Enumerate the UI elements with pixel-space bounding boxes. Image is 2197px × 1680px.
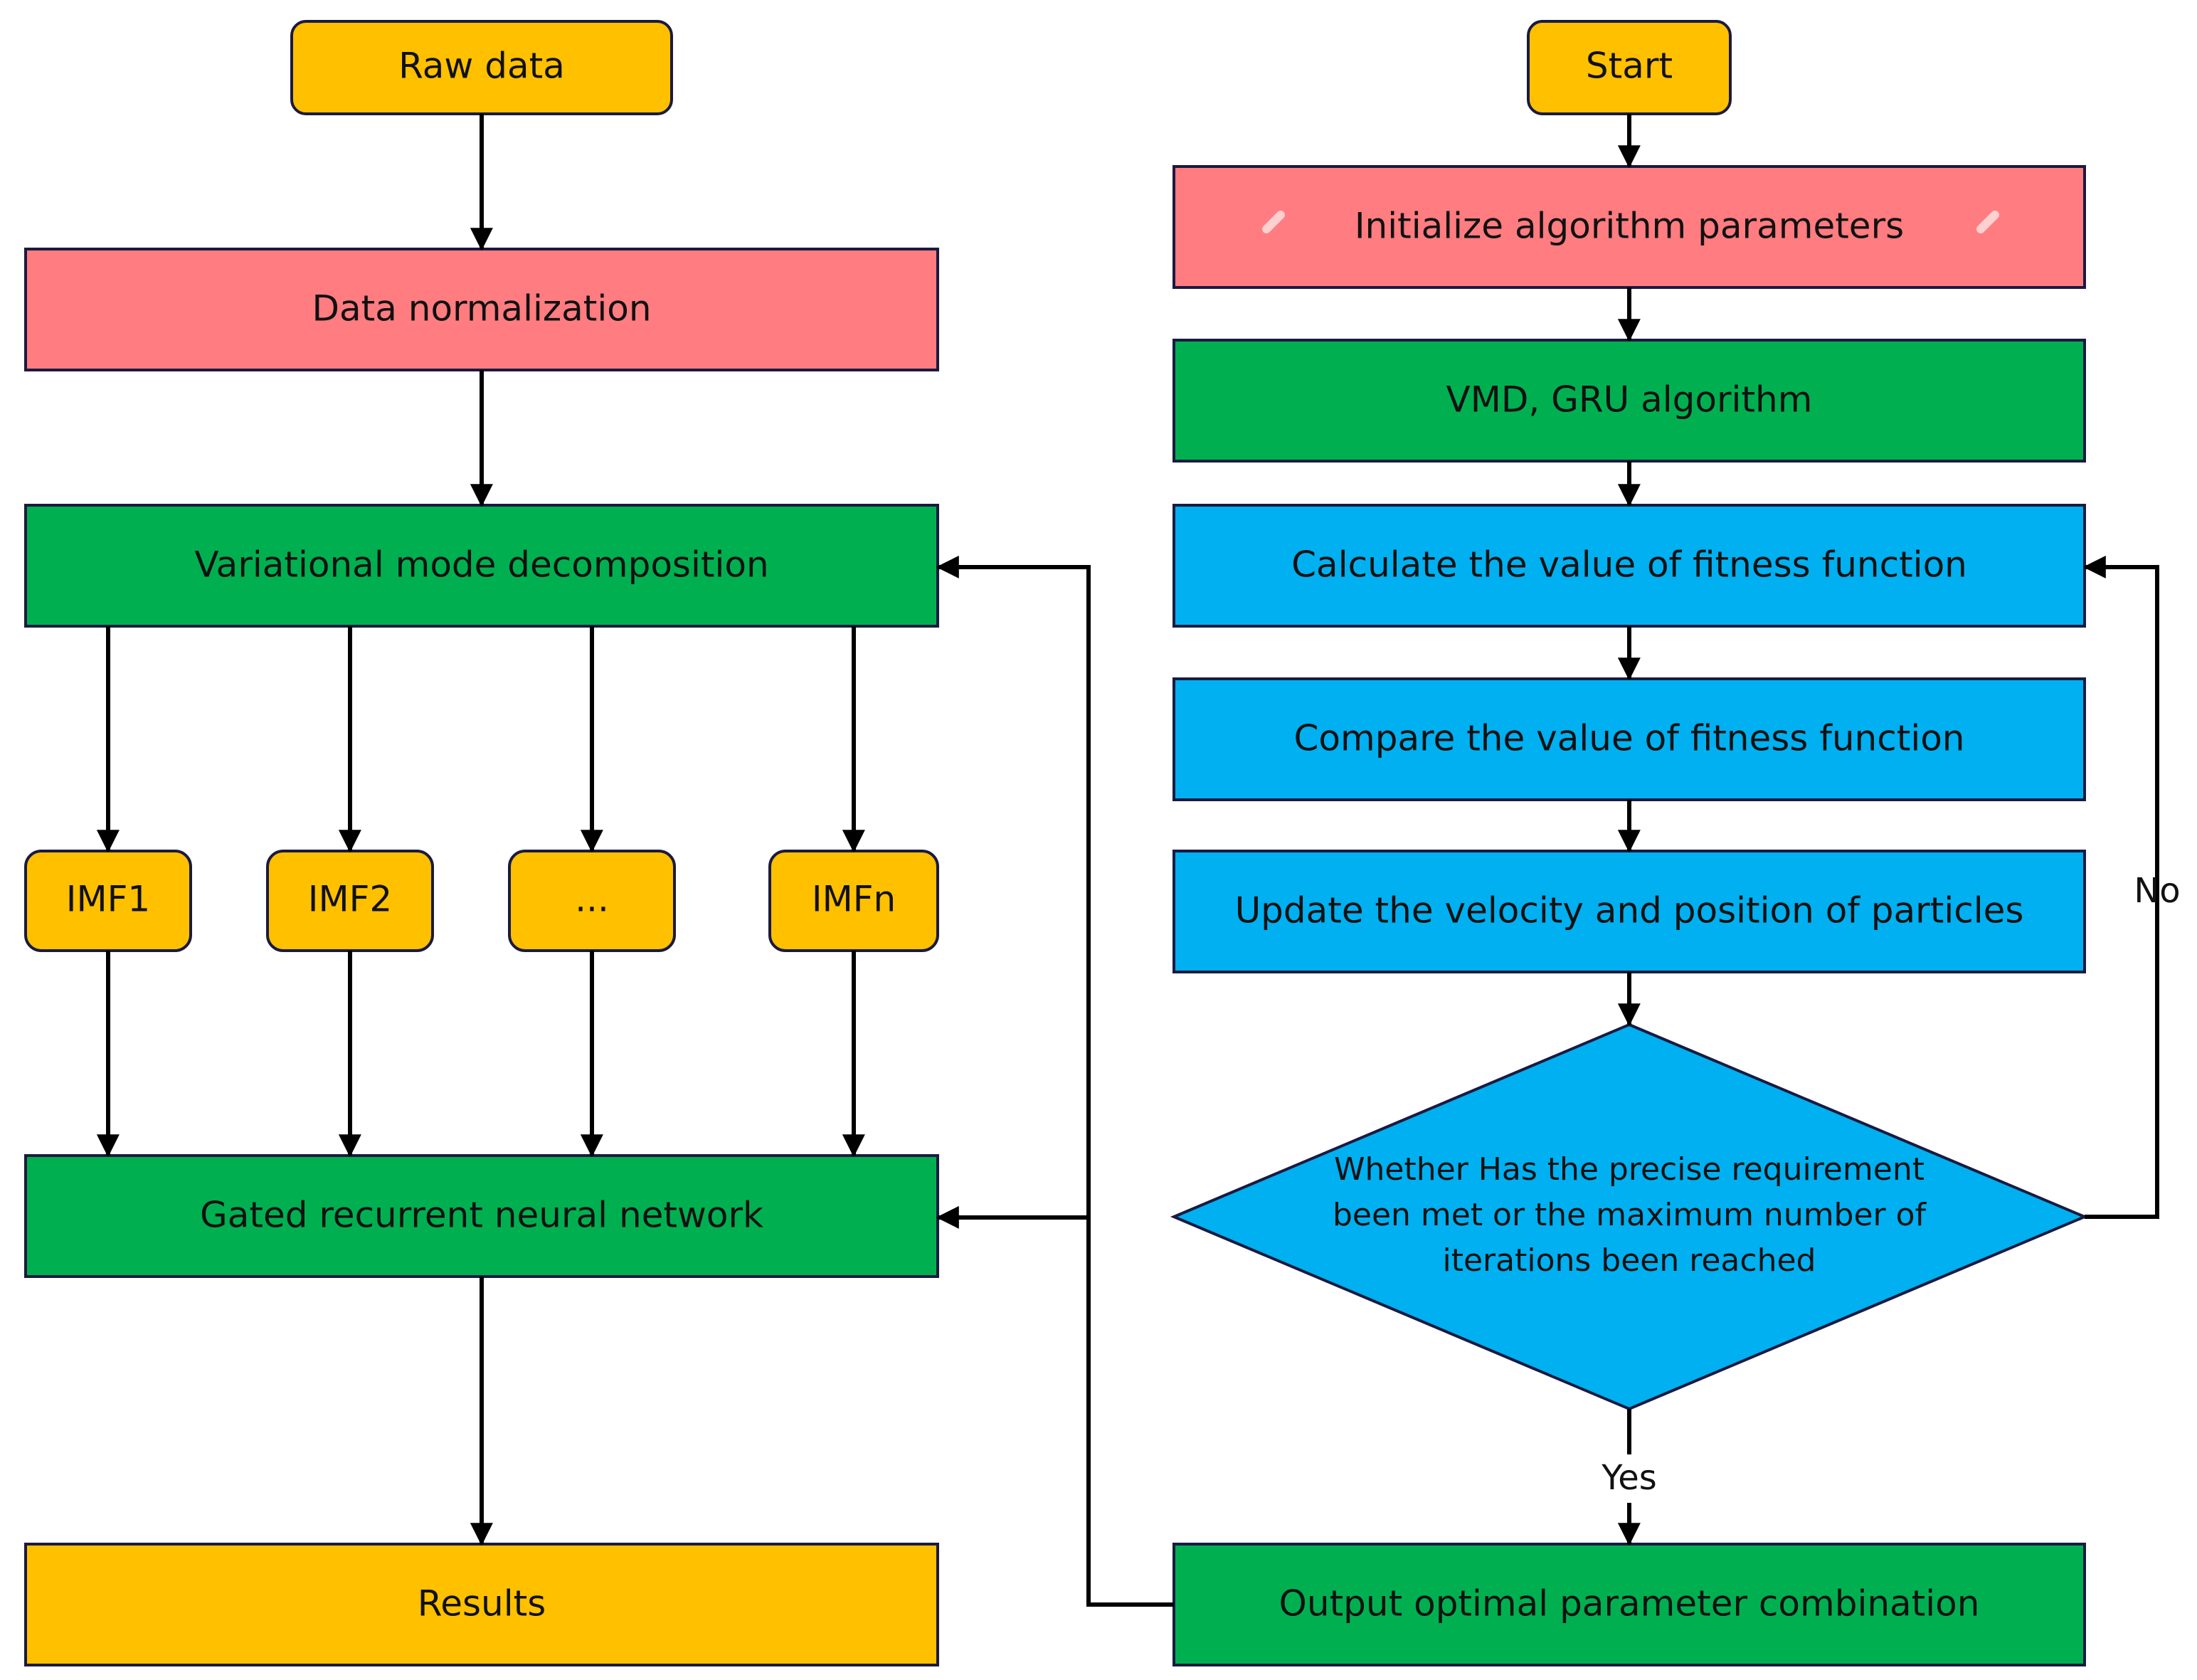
right-flow: Start Initialize algorithm parameters VM… [1170, 20, 2181, 1666]
calc-fitness-box [1172, 504, 2086, 628]
right-arrows [1617, 114, 2159, 1546]
results-node: Results [24, 1543, 939, 1666]
data-normalization-box [24, 248, 939, 371]
vmd-node: Variational mode decomposition [24, 504, 939, 628]
decision-line-1: Whether Has the precise requirement [1334, 1151, 1925, 1188]
imf-label: IMF2 [308, 879, 392, 920]
feedback-connector [936, 555, 1174, 1607]
left-arrows [96, 114, 865, 1546]
vmd-gru-node: VMD, GRU algorithm [1172, 339, 2086, 463]
results-box [24, 1543, 939, 1666]
compare-fitness-node: Compare the value of fitness function [1172, 677, 2086, 801]
gru-node: Gated recurrent neural network [24, 1154, 939, 1278]
update-particles-node: Update the velocity and position of part… [1172, 850, 2086, 973]
results-label: Results [418, 1583, 546, 1624]
no-label: No [2134, 871, 2180, 911]
imf-label: IMFn [812, 879, 896, 920]
decision-line-3: iterations been reached [1443, 1242, 1816, 1279]
gru-box [24, 1154, 939, 1278]
start-label: Start [1586, 46, 1673, 87]
init-node: Initialize algorithm parameters [1172, 165, 2086, 289]
imf-node-1: IMF1 [24, 850, 192, 952]
gru-label: Gated recurrent neural network [200, 1195, 763, 1236]
vmd-gru-label: VMD, GRU algorithm [1446, 379, 1813, 421]
left-flow: Raw data Data normalization Variational … [24, 20, 939, 1666]
init-decor-mark-right [1976, 211, 1999, 233]
calc-fitness-label: Calculate the value of fitness function [1291, 544, 1967, 586]
decision-line-2: been met or the maximum number of [1333, 1197, 1927, 1233]
calc-fitness-node: Calculate the value of fitness function [1172, 504, 2086, 628]
imf-label: ... [575, 879, 609, 920]
init-decor-mark-left [1262, 211, 1285, 233]
update-particles-label: Update the velocity and position of part… [1235, 890, 2024, 931]
output-box [1172, 1543, 2086, 1666]
update-particles-box [1172, 850, 2086, 973]
compare-fitness-box [1172, 677, 2086, 801]
output-node: Output optimal parameter combination [1172, 1543, 2086, 1666]
yes-label: Yes [1601, 1458, 1656, 1498]
imf-node-2: IMF2 [266, 850, 434, 952]
imf-label: IMF1 [66, 879, 150, 920]
connector-output-to-vmd [936, 555, 1174, 1607]
data-normalization-label: Data normalization [312, 288, 651, 329]
init-label: Initialize algorithm parameters [1355, 206, 1904, 247]
raw-data-node: Raw data [290, 20, 673, 115]
vmd-gru-box [1172, 339, 2086, 463]
output-label: Output optimal parameter combination [1279, 1583, 1980, 1624]
arrow-decision-no-loop [2082, 555, 2159, 1219]
data-normalization-node: Data normalization [24, 248, 939, 371]
start-node: Start [1527, 20, 1732, 115]
imf-node-n: IMFn [768, 850, 939, 952]
vmd-label: Variational mode decomposition [194, 544, 768, 586]
raw-data-label: Raw data [398, 46, 565, 87]
decision-node: Whether Has the precise requirement been… [1170, 1023, 2089, 1411]
imf-node-ellipsis: ... [508, 850, 676, 952]
compare-fitness-label: Compare the value of fitness function [1294, 718, 1965, 759]
